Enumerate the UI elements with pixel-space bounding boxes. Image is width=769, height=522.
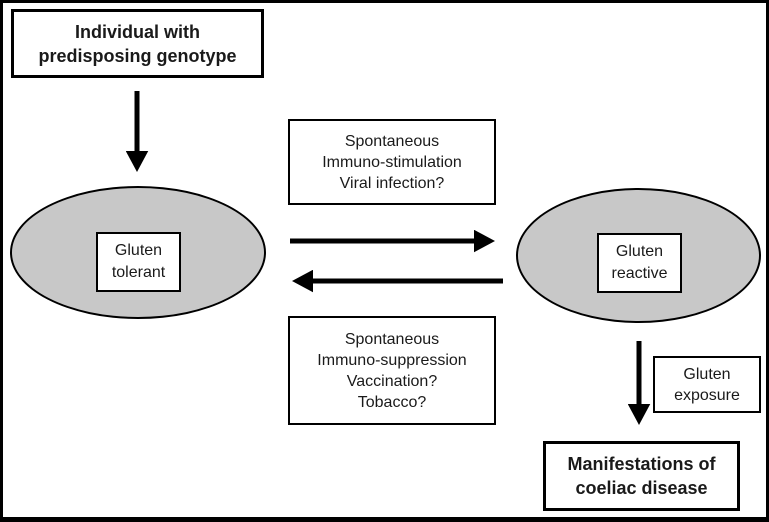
gluten-reactive-label: Gluten reactive [597, 233, 682, 293]
individual-genotype-box: Individual with predisposing genotype [11, 9, 264, 78]
immuno-stimulation-box: Spontaneous Immuno-stimulation Viral inf… [288, 119, 496, 205]
immuno-suppression-box: Spontaneous Immuno-suppression Vaccinati… [288, 316, 496, 425]
manifestations-box: Manifestations of coeliac disease [543, 441, 740, 511]
gluten-exposure-box: Gluten exposure [653, 356, 761, 413]
gluten-tolerant-label: Gluten tolerant [96, 232, 181, 292]
